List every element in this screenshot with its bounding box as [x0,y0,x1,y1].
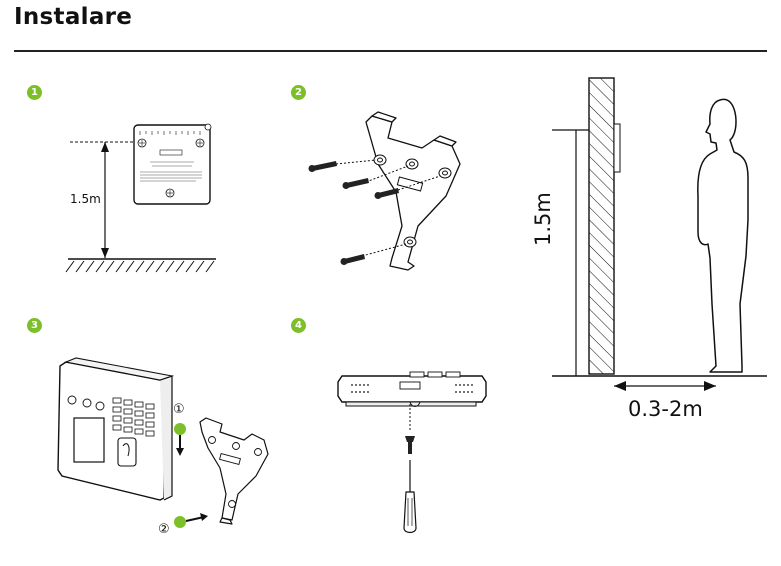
title-divider [14,50,767,52]
step-1-height-label: 1.5m [70,192,101,206]
step-3-marker-1: ① [173,402,185,417]
step-4-badge: 4 [291,318,306,333]
step-2-badge: 2 [291,85,306,100]
side-view-distance-label: 0.3-2m [628,397,703,421]
step-1-badge: 1 [27,85,42,100]
step-3-badge: 3 [27,318,42,333]
page-title: Instalare [14,4,133,30]
step-3-marker-2: ② [158,522,170,537]
